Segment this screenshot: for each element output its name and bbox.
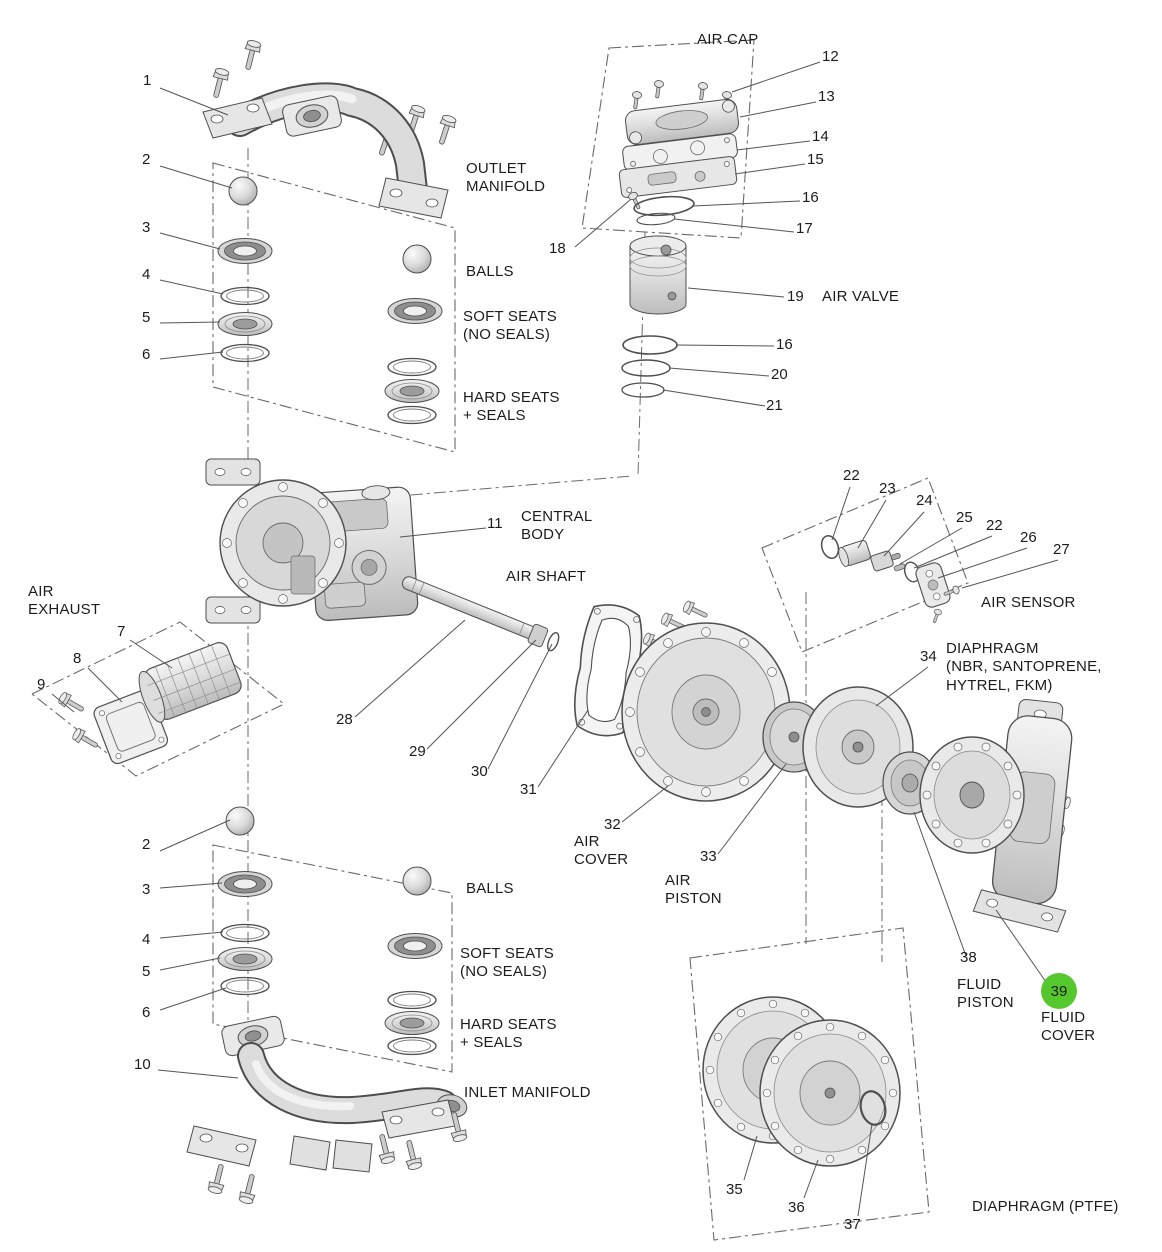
callout-6b: 6 <box>142 1004 151 1021</box>
callout-37: 37 <box>844 1216 861 1233</box>
balls-seats-bottom-art <box>217 806 443 1056</box>
callout-9: 9 <box>37 676 46 693</box>
label-fluid-cover: FLUID COVER <box>1041 1009 1096 1045</box>
callout-28: 28 <box>336 711 353 728</box>
inlet-manifold-art <box>186 1015 469 1206</box>
callout-38: 38 <box>960 949 977 966</box>
label-balls-bottom: BALLS <box>466 880 514 897</box>
label-diaphragm-nbr: DIAPHRAGM (NBR, SANTOPRENE, HYTREL, FKM) <box>946 640 1102 694</box>
callout-3b: 3 <box>142 881 151 898</box>
air-valve-art <box>621 235 687 398</box>
callout-5b: 5 <box>142 963 151 980</box>
callout-31: 31 <box>520 781 537 798</box>
label-diaphragm-ptfe: DIAPHRAGM (PTFE) <box>972 1198 1119 1215</box>
callout-2b: 2 <box>142 836 151 853</box>
callout-33: 33 <box>700 848 717 865</box>
callout-29: 29 <box>409 743 426 760</box>
label-central-body: CENTRAL BODY <box>521 508 593 544</box>
callout-17: 17 <box>796 220 813 237</box>
diaphragm-art <box>802 686 914 808</box>
leader-lines <box>51 61 1059 1217</box>
air-cover-art <box>621 622 791 802</box>
label-air-sensor: AIR SENSOR <box>981 594 1076 611</box>
callout-30: 30 <box>471 763 488 780</box>
callout-25: 25 <box>956 509 973 526</box>
callout-4b: 4 <box>142 931 151 948</box>
air-cap-art <box>618 79 740 226</box>
callout-6a: 6 <box>142 346 151 363</box>
callout-15: 15 <box>807 151 824 168</box>
callout-39-highlight[interactable]: 39 <box>1041 973 1077 1009</box>
callout-5a: 5 <box>142 309 151 326</box>
box-seats-top <box>212 162 456 453</box>
label-fluid-piston: FLUID PISTON <box>957 976 1014 1012</box>
label-hard-seats-top: HARD SEATS + SEALS <box>463 389 560 425</box>
box-air-sensor <box>761 477 969 653</box>
central-body-art <box>205 458 419 624</box>
callout-22a: 22 <box>843 467 860 484</box>
callout-21: 21 <box>766 397 783 414</box>
callout-2a: 2 <box>142 151 151 168</box>
air-sensor-art <box>820 535 961 625</box>
callout-20: 20 <box>771 366 788 383</box>
callout-14: 14 <box>812 128 829 145</box>
callout-35: 35 <box>726 1181 743 1198</box>
callout-12: 12 <box>822 48 839 65</box>
label-air-cover: AIR COVER <box>574 833 629 869</box>
box-air-cap <box>581 39 755 239</box>
callout-27: 27 <box>1053 541 1070 558</box>
callout-1: 1 <box>143 72 152 89</box>
callout-16a: 16 <box>802 189 819 206</box>
callout-11: 11 <box>487 515 503 532</box>
ptfe-diaphragms-art <box>702 996 901 1167</box>
callout-8: 8 <box>73 650 82 667</box>
callout-3a: 3 <box>142 219 151 236</box>
callout-13: 13 <box>818 88 835 105</box>
callout-16b: 16 <box>776 336 793 353</box>
label-balls-top: BALLS <box>466 263 514 280</box>
label-outlet-manifold: OUTLET MANIFOLD <box>466 160 546 196</box>
label-inlet-manifold: INLET MANIFOLD <box>464 1084 591 1101</box>
callout-23: 23 <box>879 480 896 497</box>
label-hard-seats-bottom: HARD SEATS + SEALS <box>460 1016 557 1052</box>
box-seats-bottom <box>212 844 453 1073</box>
callout-39: 39 <box>1050 982 1068 1000</box>
box-ptfe <box>689 927 930 1241</box>
label-air-piston: AIR PISTON <box>665 872 722 908</box>
callout-10: 10 <box>134 1056 151 1073</box>
air-shaft-art <box>401 576 560 652</box>
callout-24: 24 <box>916 492 933 509</box>
air-exhaust-art <box>56 642 242 765</box>
callout-34: 34 <box>920 648 937 665</box>
label-air-exhaust: AIR EXHAUST <box>28 583 101 619</box>
callout-4a: 4 <box>142 266 151 283</box>
label-air-cap: AIR CAP <box>697 31 759 48</box>
callout-26: 26 <box>1020 529 1037 546</box>
fluid-cover-art <box>919 699 1073 933</box>
box-air-exhaust <box>30 621 286 777</box>
outlet-manifold-art <box>202 38 458 219</box>
label-air-valve: AIR VALVE <box>822 288 900 305</box>
callout-22b: 22 <box>986 517 1003 534</box>
callout-19: 19 <box>787 288 804 305</box>
callout-36: 36 <box>788 1199 805 1216</box>
label-soft-seats-bottom: SOFT SEATS (NO SEALS) <box>460 945 554 981</box>
callout-18: 18 <box>549 240 566 257</box>
label-air-shaft: AIR SHAFT <box>506 568 587 585</box>
balls-seats-top-art <box>217 176 443 425</box>
callout-7: 7 <box>117 623 126 640</box>
callout-32: 32 <box>604 816 621 833</box>
group-boxes <box>30 39 969 1241</box>
label-soft-seats-top: SOFT SEATS (NO SEALS) <box>463 308 557 344</box>
